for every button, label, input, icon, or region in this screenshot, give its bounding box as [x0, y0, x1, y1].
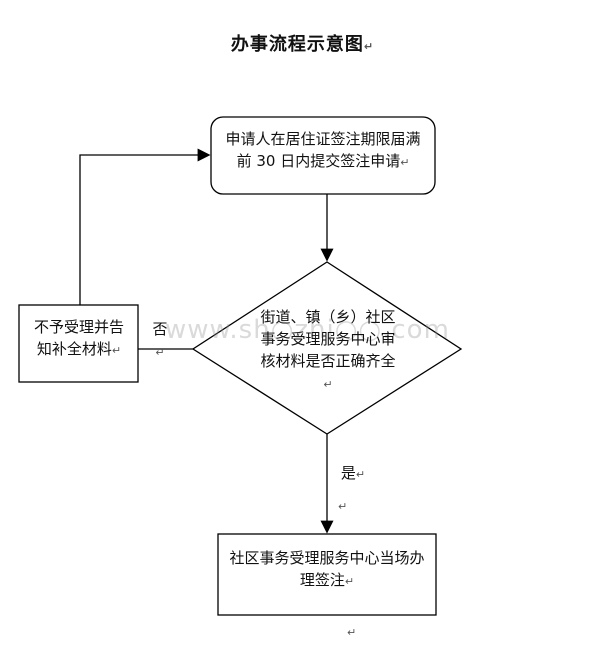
watermark-text: www.sh○zhi○○.com	[165, 315, 450, 345]
yes-edge-label: 是↵	[340, 464, 366, 482]
apply-node-text: 申请人在居住证签注期限届满前 30 日内提交签注申请↵	[225, 130, 421, 170]
apply-node-box	[210, 116, 436, 195]
diagram-title: 办事流程示意图↵	[230, 34, 375, 55]
edge-reject-to-apply	[79, 148, 211, 305]
paragraph-mark: ↵	[338, 500, 348, 513]
review-node-text: 街道、镇（乡）社区事务受理服务中心审核材料是否正确齐全↵	[260, 308, 396, 391]
approve-node-box	[217, 533, 437, 616]
reject-node-text: 不予受理并告知补全材料↵	[33, 318, 124, 358]
reject-node-box	[18, 304, 139, 383]
paragraph-mark: ↵	[347, 626, 357, 639]
approve-node-text: 社区事务受理服务中心当场办理签注↵	[229, 549, 425, 589]
no-edge-label: 否↵	[152, 320, 168, 359]
